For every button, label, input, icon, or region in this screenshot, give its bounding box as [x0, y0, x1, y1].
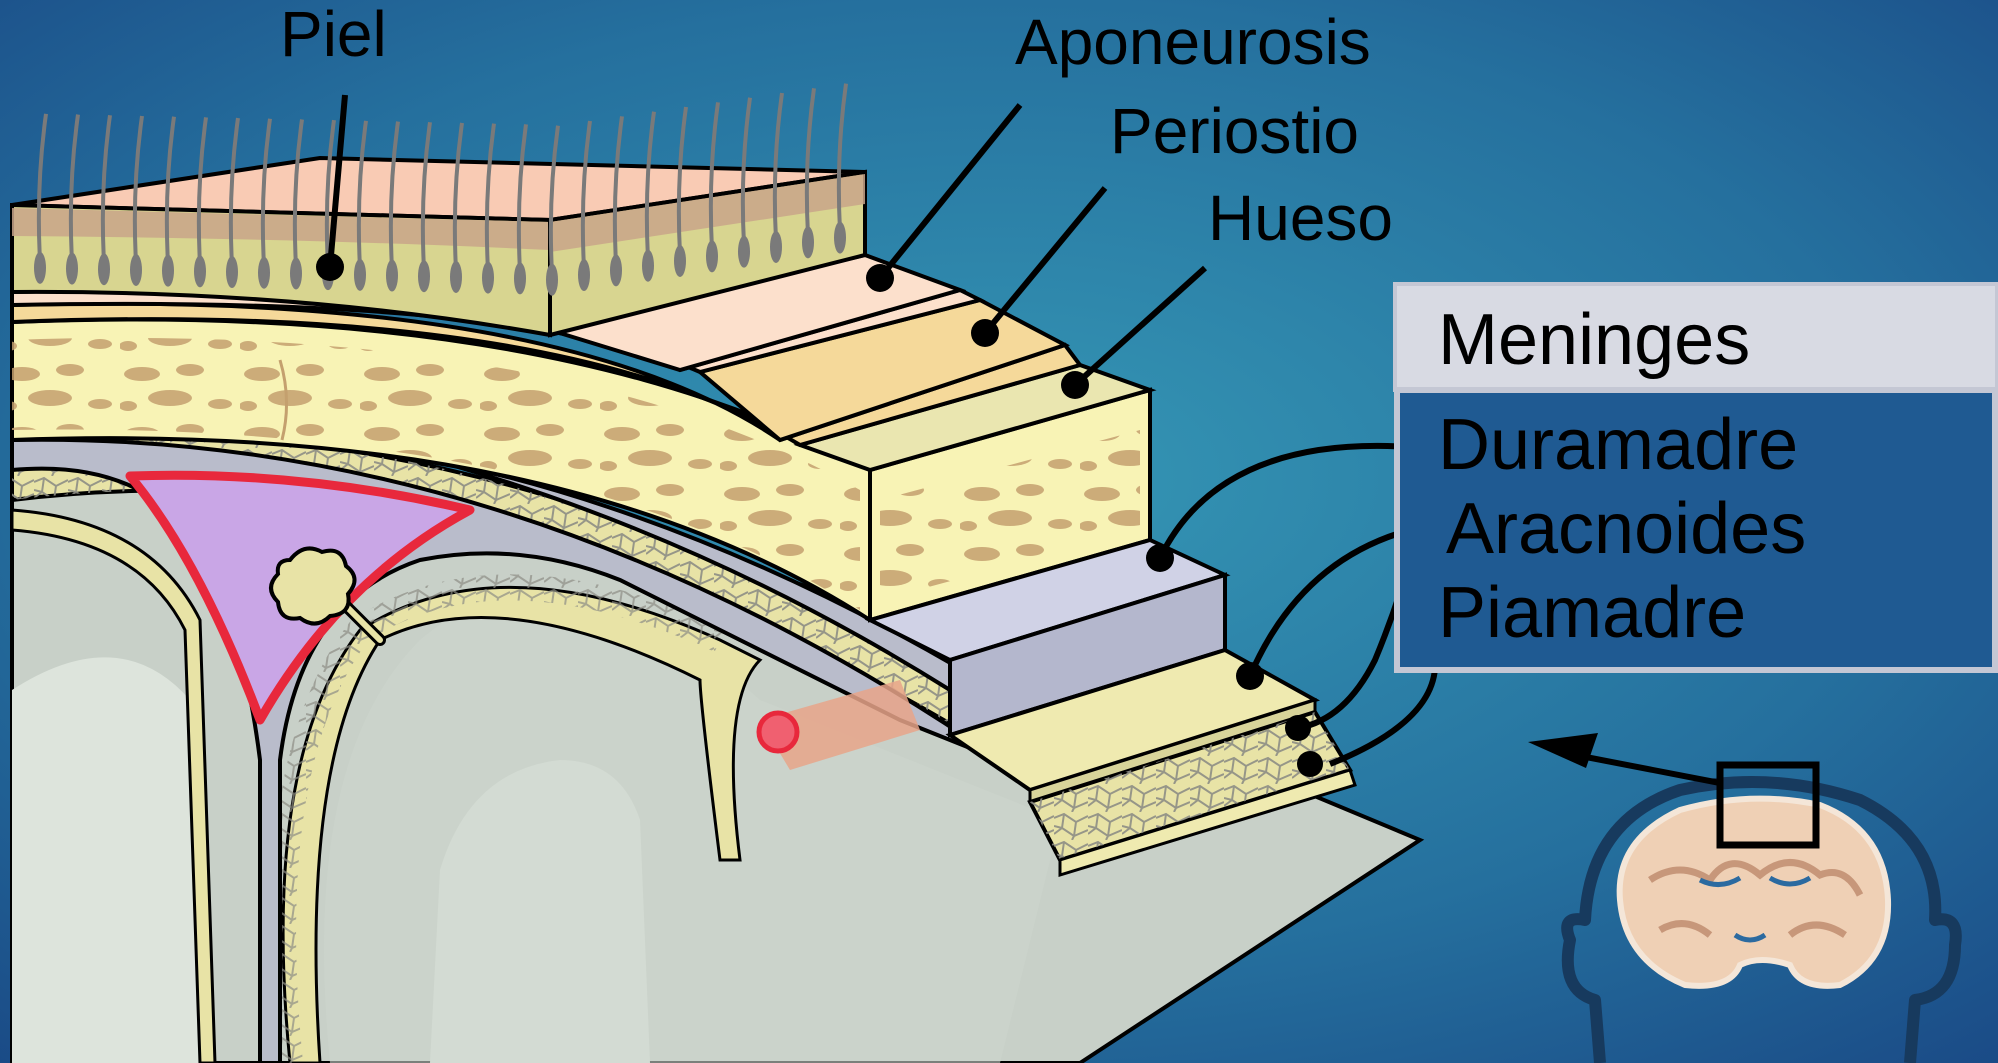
- hair-follicle: [770, 231, 782, 263]
- meninges-box: Meninges Duramadre Aracnoides Piamadre: [1395, 284, 1997, 670]
- meninges-item-arachnoid: Aracnoides: [1446, 489, 1806, 569]
- hair-follicle: [162, 255, 174, 287]
- hair-follicle: [258, 257, 270, 289]
- hair-follicle: [450, 261, 462, 293]
- hair-follicle: [194, 255, 206, 287]
- hair-follicle: [66, 253, 78, 285]
- hair-follicle: [546, 264, 558, 296]
- hair-follicle: [674, 245, 686, 277]
- hair-follicle: [642, 250, 654, 282]
- label-skin: Piel: [280, 0, 387, 70]
- brain-section-icon: [1620, 799, 1888, 986]
- label-bone: Hueso: [1208, 182, 1393, 254]
- hair-follicle: [418, 260, 430, 292]
- label-periosteum: Periostio: [1110, 95, 1359, 167]
- meninges-item-pia: Piamadre: [1438, 573, 1746, 653]
- hair-follicle: [130, 254, 142, 286]
- hair-follicle: [386, 260, 398, 292]
- hair-follicle: [802, 226, 814, 258]
- hair-follicle: [610, 254, 622, 286]
- hair-follicle: [834, 222, 846, 254]
- label-aponeurosis: Aponeurosis: [1015, 6, 1371, 78]
- hair-follicle: [578, 259, 590, 291]
- meninges-item-dura: Duramadre: [1438, 405, 1798, 485]
- hair-follicle: [226, 256, 238, 288]
- meninges-title: Meninges: [1438, 300, 1750, 380]
- hair-follicle: [482, 262, 494, 294]
- hair-follicle: [706, 240, 718, 272]
- hair-follicle: [34, 252, 46, 284]
- hair-follicle: [290, 257, 302, 289]
- hair-follicle: [354, 259, 366, 291]
- hair-follicle: [514, 262, 526, 294]
- hair-follicle: [738, 236, 750, 268]
- hair-follicle: [98, 253, 110, 285]
